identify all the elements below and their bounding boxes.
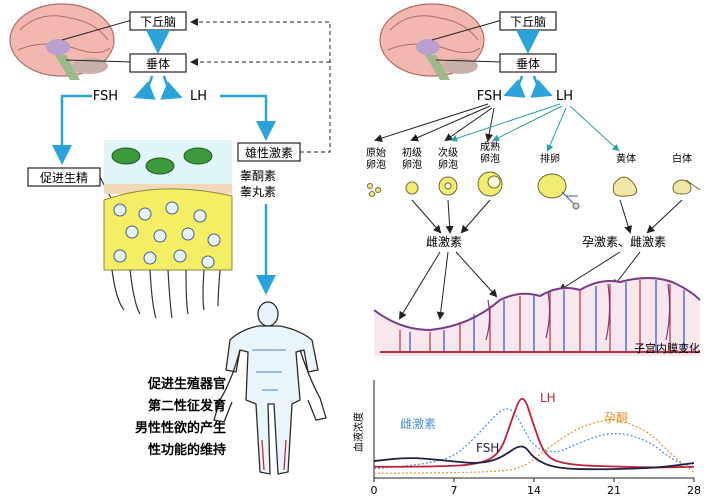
- left-pituitary-label: 垂体: [146, 57, 170, 71]
- x-tick-label-28: 28: [687, 484, 701, 497]
- stage-primordial-1: 原始: [366, 146, 386, 159]
- effect-line-3: 男性性欲的产生: [135, 420, 226, 436]
- progesterone-estrogen-label: 孕激素、雌激素: [582, 234, 666, 249]
- androgen-label: 雄性激素: [245, 145, 293, 160]
- stage-primordial-2: 卵泡: [366, 158, 386, 171]
- stage-mature-2: 卵泡: [480, 152, 500, 165]
- endometrium-illustration: [373, 277, 701, 356]
- follicle-illustrations: [367, 171, 701, 210]
- testosterone-label: 睾酮素: [240, 168, 276, 183]
- promote-spermatogenesis-label: 促进生精: [40, 171, 88, 185]
- series-label-2: 孕酮: [604, 411, 628, 425]
- stage-mature-1: 成熟: [480, 140, 500, 153]
- right-lh-label: LH: [556, 89, 573, 104]
- right-fsh-label: FSH: [477, 89, 502, 104]
- x-tick-label-7: 7: [451, 484, 458, 497]
- stage-secondary-1: 次级: [438, 146, 458, 159]
- series-line-1: [374, 398, 695, 469]
- effect-line-1: 促进生殖器官: [147, 376, 226, 392]
- left-hypothalamus-label: 下丘脑: [140, 15, 176, 29]
- left-brain-illustration: [9, 3, 115, 80]
- endometrium-label: 子宫内膜变化: [634, 341, 700, 355]
- right-pituitary-label: 垂体: [516, 57, 540, 71]
- male-figure-illustration: [213, 301, 327, 475]
- left-fsh-label: FSH: [93, 89, 118, 104]
- series-line-0: [373, 408, 695, 470]
- right-pituitary-box: [499, 53, 557, 73]
- right-hypothalamus-label: 下丘脑: [510, 15, 546, 29]
- estrogen-label: 雌激素: [426, 234, 462, 249]
- series-label-0: 雌激素: [400, 416, 436, 431]
- series-label-1: LH: [540, 391, 556, 405]
- x-tick-label-0: 0: [371, 484, 378, 497]
- series-label-3: FSH: [476, 441, 499, 455]
- x-tick-label-14: 14: [527, 484, 541, 497]
- left-pituitary-box: [129, 53, 187, 73]
- inhibin-label: 睾丸素: [240, 184, 276, 199]
- stage-corpus-luteum: 黄体: [616, 152, 636, 165]
- right-brain-illustration: [379, 3, 485, 80]
- chart-ylabel: 血液浓度: [352, 412, 365, 452]
- effect-line-4: 性功能的维持: [148, 442, 226, 458]
- stage-primary-2: 卵泡: [402, 158, 422, 171]
- androgen-box: [237, 142, 301, 162]
- testis-tissue-illustration: [103, 140, 233, 319]
- stage-primary-1: 初级: [402, 146, 422, 159]
- stage-corpus-albicans: 白体: [672, 152, 692, 165]
- left-lh-label: LH: [190, 89, 207, 104]
- x-tick-label-21: 21: [607, 484, 621, 497]
- stage-secondary-2: 卵泡: [438, 158, 458, 171]
- stage-ovulation: 排卵: [540, 152, 560, 165]
- series-line-3: [373, 445, 695, 471]
- hormone-chart: 血液浓度 0 7 14 21 28 雌激素 LH 孕酮 FSH: [352, 380, 701, 497]
- effect-line-2: 第二性征发育: [148, 398, 226, 414]
